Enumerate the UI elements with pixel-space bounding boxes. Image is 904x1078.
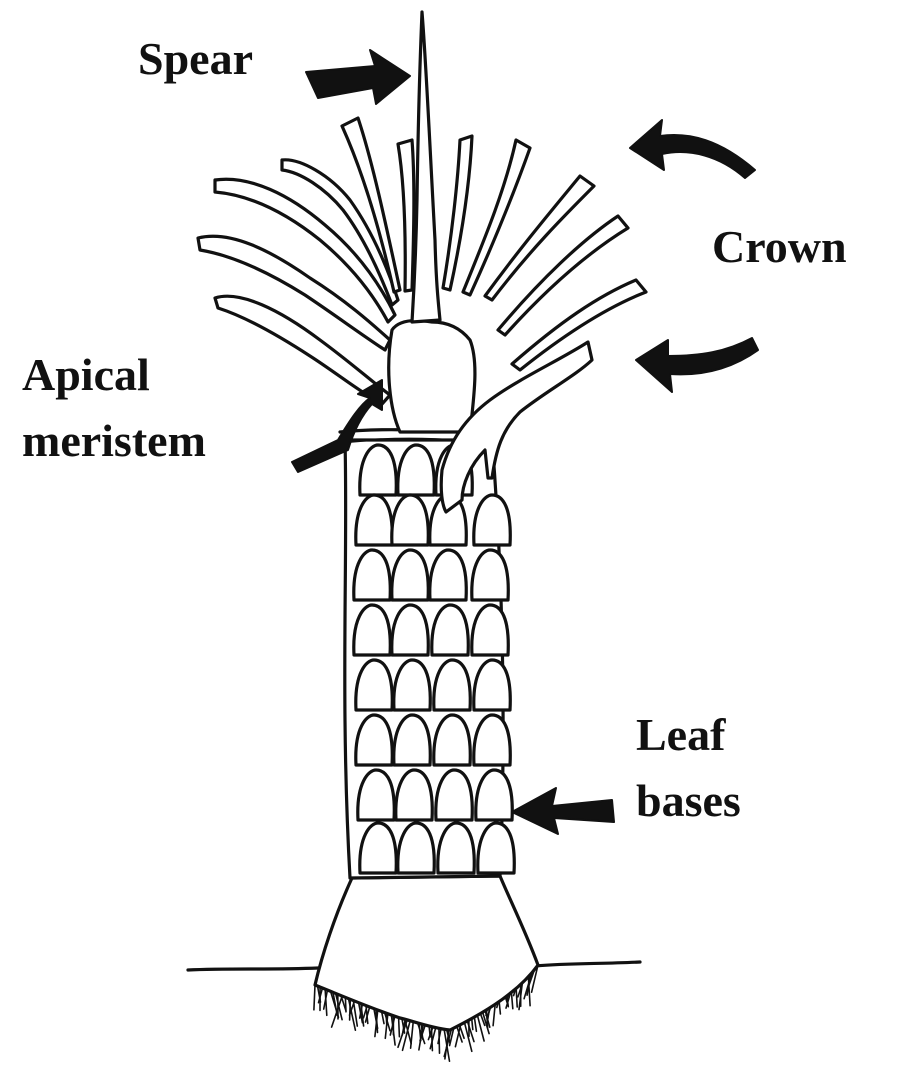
label-bases: bases <box>636 776 741 826</box>
trunk-base <box>315 876 538 1030</box>
apical-meristem <box>389 320 475 432</box>
label-meristem: meristem <box>22 416 206 466</box>
crown-arrow-upper <box>630 120 755 178</box>
root-hair <box>314 985 315 1010</box>
spear <box>412 12 440 322</box>
leaf-bases-arrow <box>512 788 614 834</box>
label-apical: Apical <box>22 350 150 400</box>
crown-arrow-lower <box>636 338 758 392</box>
label-crown: Crown <box>712 222 847 272</box>
spear-arrow <box>306 50 410 104</box>
label-spear: Spear <box>138 34 253 84</box>
label-leaf: Leaf <box>636 710 725 760</box>
